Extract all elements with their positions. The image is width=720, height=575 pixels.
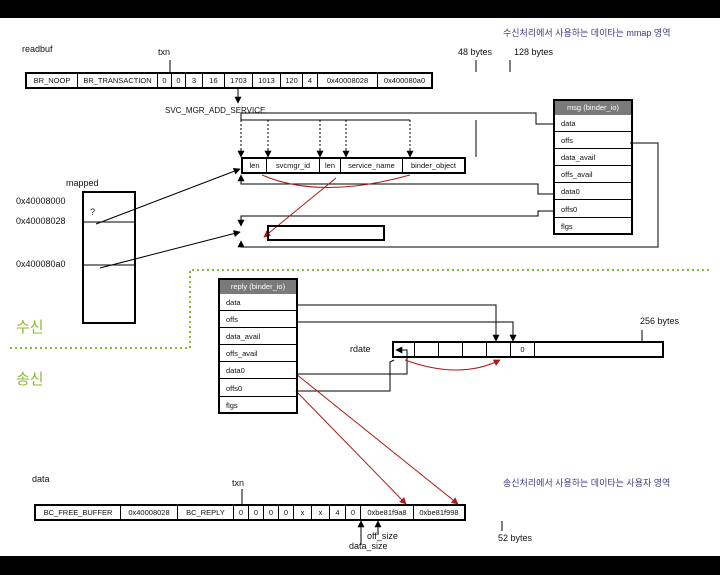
- msg-field-data: data: [555, 115, 631, 133]
- msg-field-offs-avail: offs_avail: [555, 166, 631, 184]
- mapped-box: [82, 191, 136, 324]
- rdata-cell: [534, 341, 664, 358]
- receive-send-divider: [10, 269, 712, 349]
- txn-record-cell: len: [241, 157, 266, 174]
- readbuf-cell: 0x400080a0: [377, 72, 433, 89]
- data-buffer-cell: x: [311, 504, 329, 521]
- data-buffer-cell: 0xbe81f998: [413, 504, 466, 521]
- msg-table-title: msg (binder_io): [555, 101, 631, 115]
- txn-record-cell: len: [319, 157, 340, 174]
- readbuf-cell: 1703: [224, 72, 252, 89]
- readbuf-cell: 16: [202, 72, 224, 89]
- reply-field-offs: offs: [220, 311, 296, 329]
- binder-object-red-arrow: [263, 177, 337, 238]
- rdata-cell: [486, 341, 510, 358]
- reply-field-data0: data0: [220, 362, 296, 380]
- reply-offs0-link: [296, 359, 395, 392]
- readbuf-cell: 1013: [252, 72, 280, 89]
- txn-offsets-box: [267, 225, 385, 241]
- data-buffer-cell: 0: [248, 504, 263, 521]
- readbuf-cell: 120: [280, 72, 302, 89]
- mapped-to-txn-arrow: [95, 167, 241, 225]
- msg-data0-link: [237, 174, 553, 195]
- msg-field-offs: offs: [555, 132, 631, 150]
- readbuf-cell: 4: [302, 72, 317, 89]
- txn-record-cell: binder_object: [402, 157, 466, 174]
- readbuf-cell: 0x40008028: [317, 72, 377, 89]
- data-buffer-cell: 0: [278, 504, 293, 521]
- txn-red-curve: [261, 174, 411, 188]
- data-label: data: [32, 474, 50, 484]
- readbuf-128-bytes: 128 bytes: [514, 47, 554, 57]
- reply-table-frame: [218, 278, 298, 414]
- top-note: 수신처리에서 사용하는 데이타는 mmap 영역: [503, 28, 671, 38]
- reply-field-offs-avail: offs_avail: [220, 345, 296, 363]
- readbuf-48-bytes: 48 bytes: [458, 47, 493, 57]
- rdata-size: 256 bytes: [640, 316, 680, 326]
- off-size-label: off_size: [367, 531, 398, 541]
- msg-table-frame: [553, 99, 633, 235]
- data-txn-label: txn: [232, 478, 245, 488]
- data-size-label: data_size: [349, 541, 388, 551]
- readbuf-cell: BR_NOOP: [25, 72, 77, 89]
- mapped-unknown-mark: ?: [90, 207, 96, 217]
- rdata-cell: [438, 341, 462, 358]
- msg-field-data-avail: data_avail: [555, 149, 631, 167]
- reply-offs-link: [296, 321, 517, 342]
- readbuf-cell: 0: [171, 72, 185, 89]
- readbuf-cell: 0: [157, 72, 171, 89]
- msg-field-data0: data0: [555, 183, 631, 201]
- readbuf-label: readbuf: [22, 44, 53, 54]
- rdata-label: rdate: [350, 344, 371, 354]
- reply-table-title: reply (binder_io): [220, 280, 296, 294]
- data-buffer-cell: BC_REPLY: [177, 504, 233, 521]
- reply-offs0-red-arrow: [295, 390, 407, 505]
- data-buffer-cell: x: [293, 504, 311, 521]
- msg-offs-link: [237, 142, 659, 248]
- rdata-cell: [414, 341, 438, 358]
- mapped-label: mapped: [66, 178, 99, 188]
- data-buffer-cell: 4: [329, 504, 345, 521]
- txn-record-cell: service_name: [340, 157, 402, 174]
- data-buffer-cell: 0: [233, 504, 248, 521]
- mapped-to-offsets-arrow: [99, 230, 241, 269]
- msg-data-link: [241, 112, 553, 125]
- data-buffer-cell: BC_FREE_BUFFER: [34, 504, 120, 521]
- addr-40008028: 0x40008028: [16, 216, 66, 226]
- bottom-note: 송신처리에서 사용하는 데이타는 사용자 영역: [503, 478, 671, 488]
- msg-field-offs0: offs0: [555, 201, 631, 218]
- data-52-bytes: 52 bytes: [498, 533, 533, 543]
- reply-data0-link: [296, 346, 408, 375]
- msg-field-flgs: flgs: [561, 221, 573, 231]
- receive-label: 수신: [16, 319, 44, 336]
- txn-record-cell: svcmgr_id: [266, 157, 319, 174]
- rdata-cell: [392, 341, 414, 358]
- readbuf-cell: 3: [185, 72, 202, 89]
- svc-mgr-add-service-label: SVC_MGR_ADD_SERVICE: [165, 106, 266, 115]
- reply-field-flgs: flgs: [226, 400, 238, 410]
- data-buffer-cell: 0x40008028: [120, 504, 177, 521]
- rdata-cell: 0: [510, 341, 534, 358]
- msg-offs0-link: [237, 210, 553, 227]
- readbuf-cell: BR_TRANSACTION: [77, 72, 157, 89]
- reply-data0-red-arrow: [295, 373, 459, 505]
- rdata-red-curve: [404, 359, 501, 371]
- data-buffer-cell: 0: [263, 504, 278, 521]
- addr-400080a0: 0x400080a0: [16, 259, 66, 269]
- send-label: 송신: [16, 371, 44, 388]
- addr-40008000: 0x40008000: [16, 196, 66, 206]
- reply-data-link: [296, 304, 500, 342]
- reply-field-data-avail: data_avail: [220, 328, 296, 346]
- readbuf-txn-label: txn: [158, 47, 171, 57]
- rdata-cell: [462, 341, 486, 358]
- reply-field-data: data: [220, 294, 296, 312]
- reply-field-offs0: offs0: [220, 380, 296, 397]
- data-buffer-cell: 0xbe81f9a8: [360, 504, 413, 521]
- data-buffer-cell: 0: [345, 504, 360, 521]
